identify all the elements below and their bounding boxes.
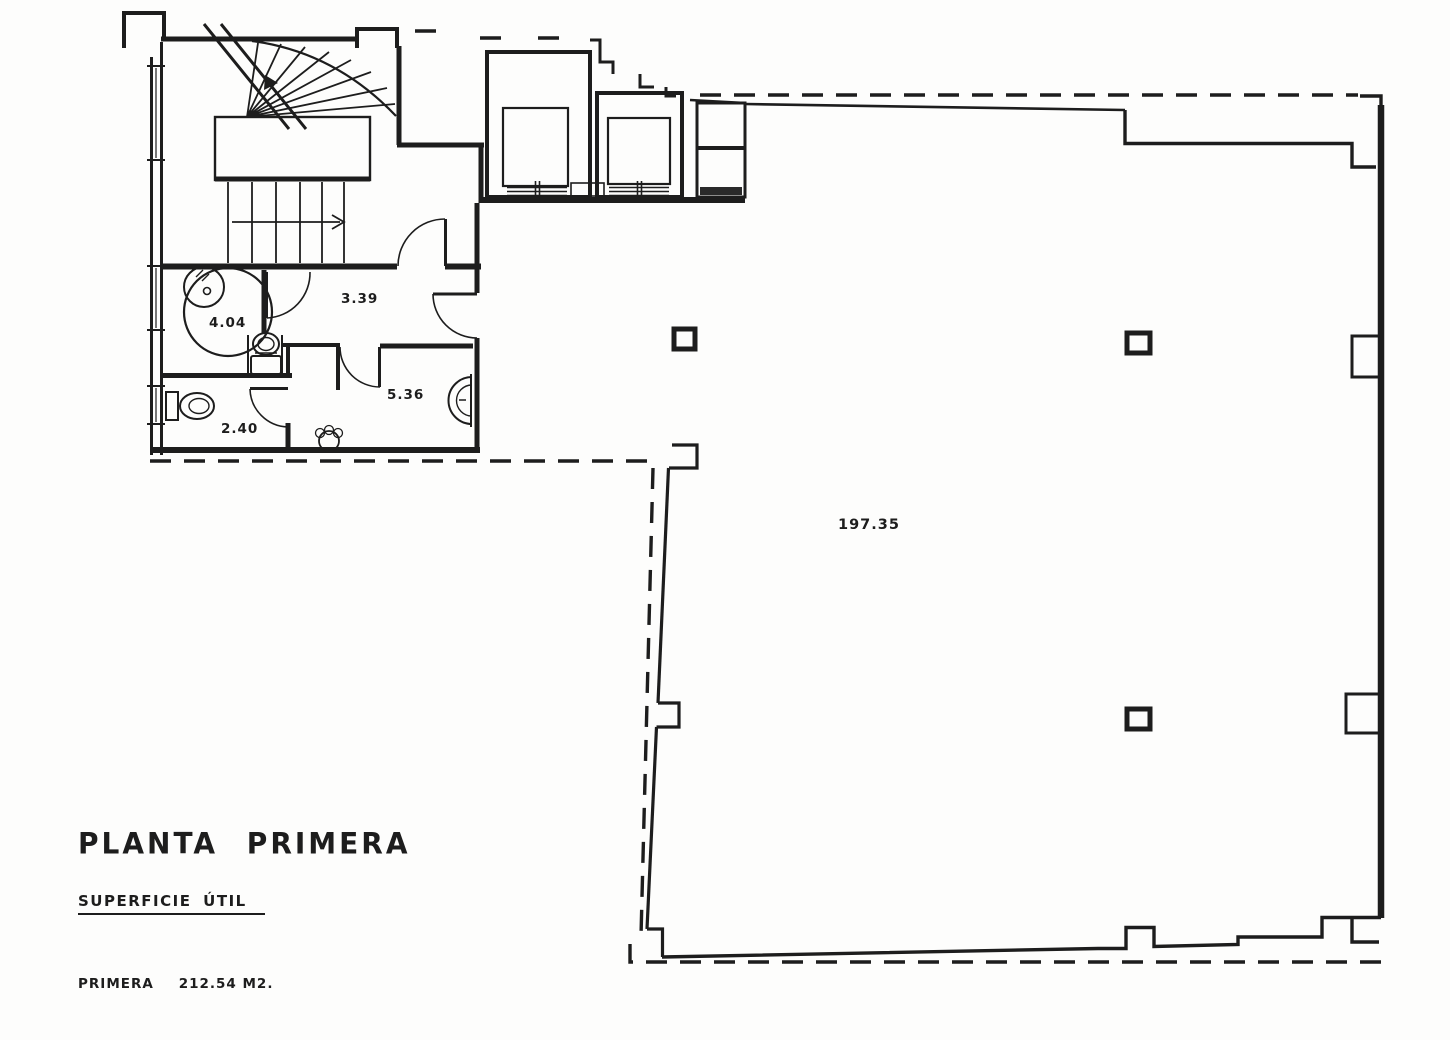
- north-east-step-wall: [1123, 110, 1376, 169]
- elevator-cab-left: [501, 106, 570, 188]
- label-main-area: 197.35: [838, 517, 900, 533]
- vestibule-walls: [397, 142, 484, 203]
- wall-notch-topleft: [122, 11, 166, 48]
- elevator-doors-left: [507, 181, 567, 201]
- room-area-labels: 3.39 4.04 5.36 2.40 197.35: [209, 291, 900, 533]
- door-wc: [249, 387, 289, 428]
- area-floor-label: PRIMERA: [78, 976, 154, 992]
- door-corridor-hall: [432, 292, 478, 339]
- west-wall: [645, 443, 699, 957]
- sink-icon-aseo: [447, 374, 473, 427]
- area-value: 212.54 M2.: [178, 976, 274, 992]
- service-shaft: [695, 101, 747, 199]
- south-wall: [661, 915, 1381, 959]
- door-stairhall: [397, 218, 447, 267]
- bathroom-block: [150, 203, 480, 453]
- title-block: PLANTA PRIMERA SUPERFICIE ÚTIL PRIMERA 2…: [78, 826, 498, 992]
- washbasin-icon: [183, 265, 225, 308]
- boundary-dashed-lines: [150, 29, 1390, 964]
- break-arrowhead: [264, 75, 278, 90]
- label-corridor-area: 3.39: [341, 291, 378, 307]
- column-1: [671, 326, 698, 352]
- staircase-block: [122, 11, 484, 455]
- wall-basin-icon: [310, 424, 348, 452]
- stair-lower-flight: [227, 182, 346, 263]
- north-wall: [689, 98, 1126, 112]
- label-wc-area: 2.40: [221, 421, 258, 437]
- legend-heading: SUPERFICIE ÚTIL: [78, 892, 265, 915]
- elevator-doors-right: [609, 181, 669, 201]
- left-facade-wall: [147, 42, 165, 455]
- door-bathroom: [265, 271, 311, 319]
- east-pilaster-upper: [1350, 334, 1383, 379]
- toilet-icon-wc: [165, 391, 215, 421]
- door-aseo: [339, 346, 381, 388]
- plan-title: PLANTA PRIMERA: [78, 826, 411, 861]
- stair-landing: [213, 115, 372, 182]
- label-aseo-area: 5.36: [387, 387, 424, 403]
- elevator-block: [481, 38, 747, 203]
- shaft-hatch: [700, 187, 742, 195]
- toilet-icon-bathroom: [247, 332, 283, 378]
- east-pilaster-lower: [1344, 692, 1383, 735]
- door-jamb: [570, 182, 605, 197]
- main-hall: [645, 94, 1385, 959]
- area-row: PRIMERA 212.54 M2.: [78, 976, 273, 992]
- wall-bump-top: [355, 27, 399, 48]
- shower-circle-fixture: [182, 266, 274, 358]
- column-2: [1124, 330, 1153, 356]
- section-break-line: [202, 23, 308, 130]
- elevator-cab-right: [606, 116, 672, 186]
- stair-direction-arrow: [232, 214, 346, 230]
- stepped-boundary: [590, 38, 676, 98]
- label-bathroom-area: 4.04: [209, 315, 246, 331]
- column-3: [1124, 706, 1153, 732]
